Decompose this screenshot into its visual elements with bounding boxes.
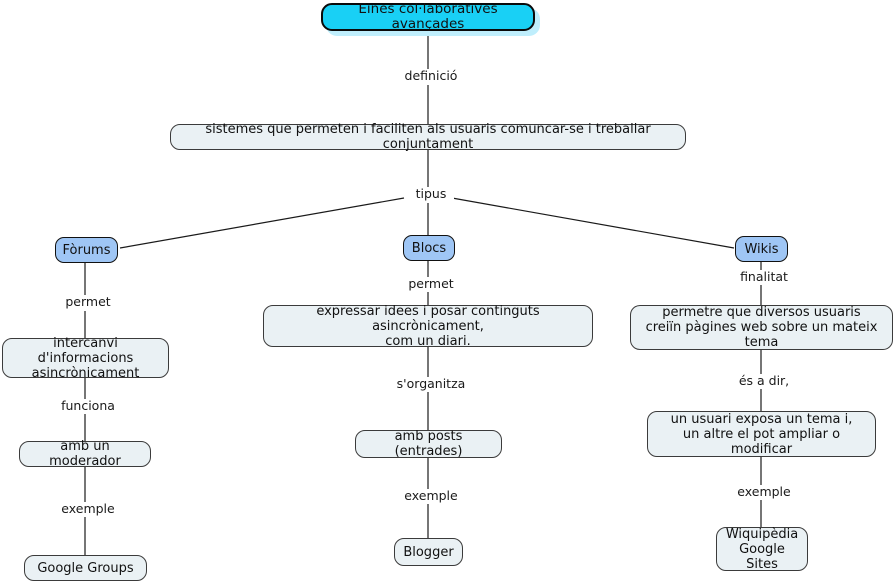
node-wikis-usuari-exposa-tema[interactable]: un usuari exposa un tema i, un altre el …	[647, 411, 876, 457]
edge-tipus-to-forums	[119, 197, 405, 249]
link-label-blocs-permet: permet	[400, 277, 462, 291]
node-blocs-blogger[interactable]: Blogger	[394, 538, 463, 566]
node-type-forums[interactable]: Fòrums	[55, 237, 118, 263]
node-type-wikis[interactable]: Wikis	[735, 236, 788, 262]
node-wikis-wiquipedia-google-sites[interactable]: Wiquipèdia Google Sites	[716, 527, 808, 572]
link-label-es-a-dir: és a dir,	[730, 374, 798, 388]
node-forums-google-groups[interactable]: Google Groups	[24, 555, 147, 581]
node-wikis-permetre-diversos-usuaris[interactable]: permetre que diversos usuaris creiïn pàg…	[630, 305, 893, 350]
link-label-finalitat: finalitat	[729, 270, 799, 284]
link-label-tipus: tipus	[408, 187, 454, 201]
link-label-forums-permet: permet	[57, 295, 119, 309]
node-forums-intercanvi-informacions[interactable]: intercanvi d'informacions asincrònicamen…	[2, 336, 169, 381]
link-label-funciona: funciona	[53, 399, 123, 413]
link-label-blocs-exemple: exemple	[395, 489, 467, 503]
node-forums-amb-un-moderador[interactable]: amb un moderador	[19, 439, 151, 469]
node-root-eines-collaboratives[interactable]: Eines col·laboratives avançades	[321, 2, 535, 32]
node-definition[interactable]: sistemes que permeten i faciliten als us…	[170, 122, 686, 152]
node-blocs-amb-posts[interactable]: amb posts (entrades)	[355, 429, 502, 459]
edge-tipus-to-wikis	[451, 197, 735, 249]
node-type-blocs[interactable]: Blocs	[403, 235, 455, 261]
link-label-definicio: definició	[400, 69, 462, 83]
link-label-sorganitza: s'organitza	[392, 377, 470, 391]
link-label-forums-exemple: exemple	[52, 502, 124, 516]
link-label-wikis-exemple: exemple	[728, 485, 800, 499]
node-blocs-expressar-idees[interactable]: expressar idees i posar continguts asinc…	[263, 304, 593, 349]
